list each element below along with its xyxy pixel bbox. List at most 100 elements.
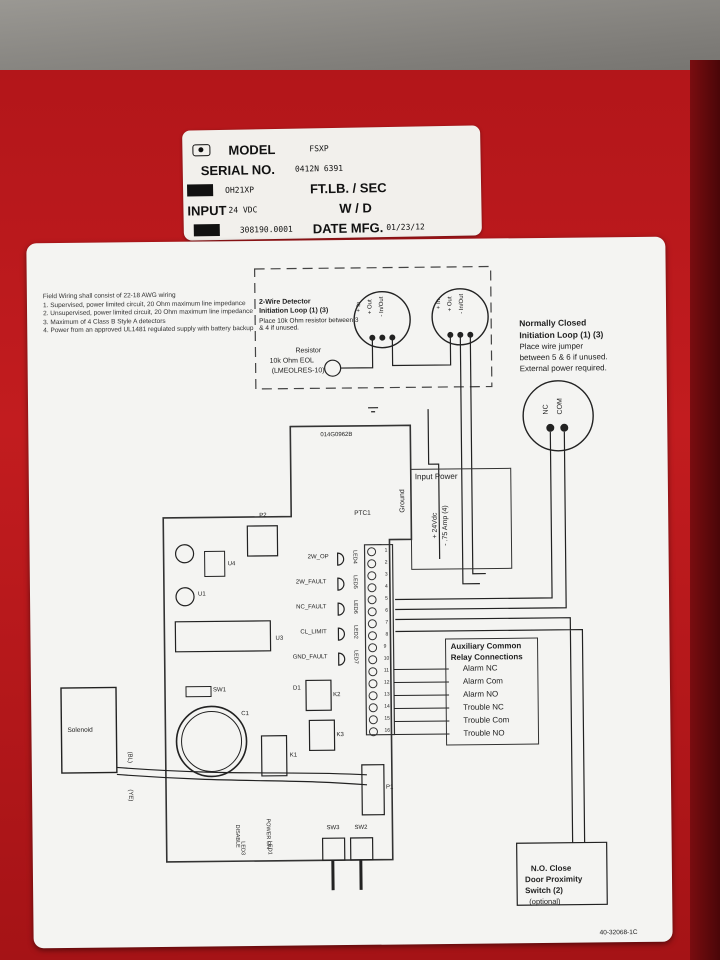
no-close-line-1: N.O. Close	[530, 863, 572, 874]
label-u4: U4	[227, 561, 236, 568]
model-label: MODEL	[228, 141, 276, 158]
relay-title-1: Auxiliary Common	[450, 641, 522, 651]
redacted-box	[187, 184, 214, 197]
det1-pin-inout: - In/Out	[378, 296, 386, 317]
model-row: MODEL FSXP	[192, 138, 329, 160]
input-power-label: Input Power	[414, 471, 458, 482]
led-label-2w-op: 2W_OP	[307, 554, 329, 561]
label-k1: K1	[289, 752, 298, 759]
circuit-board	[162, 424, 413, 863]
date-label: DATE MFG.	[312, 219, 384, 236]
ptc-label: PTC1	[354, 509, 371, 517]
terminal-13: 13	[384, 691, 390, 698]
detector-1	[353, 290, 411, 349]
document-number: 40-32068-1C	[599, 929, 638, 937]
nc-loop: Initiation Loop (1) (3)	[519, 329, 604, 341]
led-id-7: LED7	[352, 650, 359, 664]
code-value: 308190.0001	[239, 224, 293, 235]
terminal-5: 5	[385, 595, 388, 602]
relay-title-2: Relay Connections	[450, 652, 523, 662]
resistor-value: 10k Ohm EOL	[269, 357, 314, 365]
nc-desc-2: between 5 & 6 if unused.	[519, 352, 608, 363]
terminal-12: 12	[383, 679, 390, 686]
resistor-part: (LMEOLRES-10)	[271, 367, 325, 375]
relay-trouble-com: Trouble Com	[463, 715, 510, 725]
terminal-2: 2	[384, 559, 388, 566]
wiring-diagram	[60, 265, 608, 906]
relay-alarm-no: Alarm NO	[463, 689, 499, 699]
led1-label: LED1	[266, 840, 273, 855]
model-value: FSXP	[309, 143, 329, 153]
no-close-line-2: Door Proximity	[524, 874, 583, 885]
det1-pin-in: + In	[356, 301, 363, 313]
terminal-14: 14	[384, 703, 390, 710]
label-d1: D1	[292, 685, 301, 692]
solenoid-label: Solenoid	[67, 726, 93, 734]
terminal-16: 16	[384, 727, 391, 734]
led3-label: LED3	[239, 841, 246, 856]
led-label-cl-limit: CL_LIMIT	[300, 629, 327, 636]
label-sw2: SW2	[354, 824, 368, 831]
led-label-gnd-fault: GND_FAULT	[292, 654, 328, 661]
led-id-2: LED2	[352, 625, 359, 639]
label-u3: U3	[275, 635, 284, 642]
led-id-6: LED6	[351, 600, 359, 614]
det2-pin-inout: - In/Out	[458, 293, 466, 314]
ground-label: Ground	[399, 489, 407, 513]
terminal-8: 8	[385, 631, 389, 638]
date-row: 308190.0001 DATE MFG. 01/23/12	[193, 216, 425, 240]
det2-pin-out: + Out	[447, 296, 454, 312]
terminal-9: 9	[383, 643, 387, 650]
serial-label: SERIAL NO.	[200, 161, 276, 178]
nameplate-label: MODEL FSXP SERIAL NO. 0412N 6391 OH21XP …	[182, 125, 482, 241]
det2-pin-in: + In	[436, 298, 443, 310]
nc-pin-com: COM	[556, 398, 564, 415]
label-k2: K2	[333, 692, 341, 699]
resistor-label: Resistor	[295, 347, 322, 355]
terminal-11: 11	[383, 667, 390, 674]
enclosure-edge	[690, 60, 720, 960]
two-wire-loop: Initiation Loop (1) (3)	[259, 307, 329, 315]
no-close-line-3: Switch (2)	[525, 885, 563, 896]
relay-trouble-nc: Trouble NC	[463, 702, 504, 712]
terminal-1: 1	[384, 547, 388, 554]
nc-device	[522, 380, 594, 452]
terminal-6: 6	[385, 607, 389, 614]
relay-alarm-com: Alarm Com	[462, 676, 503, 686]
input-label: INPUT	[187, 202, 227, 219]
led-label-2w-fault: 2W_FAULT	[295, 579, 327, 586]
serial-row: SERIAL NO. 0412N 6391	[201, 158, 344, 180]
two-wire-desc: Place 10k Ohm resistor between 3 & 4 if …	[259, 316, 359, 332]
label-p1: P1	[386, 784, 394, 791]
det1-pin-out: + Out	[367, 299, 374, 315]
led-label-nc-fault: NC_FAULT	[296, 604, 327, 611]
nc-desc-1: Place wire jumper	[519, 341, 584, 352]
nc-title: Normally Closed	[519, 317, 587, 329]
amp-label: - .75 Amp (4)	[441, 505, 450, 546]
terminal-3: 3	[384, 571, 388, 578]
wire-ye-label: (YE)	[127, 789, 134, 802]
terminal-15: 15	[384, 715, 390, 722]
serial-value: 0412N 6391	[294, 163, 344, 174]
ftlb-label: FT.LB. / SEC	[309, 179, 387, 196]
nc-desc-3: External power required.	[519, 363, 607, 374]
wd-label: W / D	[339, 199, 372, 216]
terminal-4: 4	[384, 583, 388, 590]
led-id-5: LED5	[351, 575, 358, 589]
date-value: 01/23/12	[386, 221, 425, 232]
label-sw3: SW3	[326, 825, 340, 832]
label-k3: K3	[336, 732, 344, 739]
label-u1: U1	[197, 591, 206, 598]
no-close-line-4: (optional)	[529, 896, 561, 907]
label-sw1: SW1	[212, 687, 227, 694]
relay-alarm-nc: Alarm NC	[462, 663, 498, 673]
input-value: 24 VDC	[228, 204, 258, 215]
wiring-diagram-panel: Field Wiring shall consist of 22-18 AWG …	[26, 236, 673, 949]
two-wire-title: 2-Wire Detector	[258, 298, 311, 306]
terminal-10: 10	[383, 655, 390, 662]
label-p2: P2	[259, 512, 267, 519]
nc-pin-nc: NC	[542, 404, 550, 415]
board-id: 014G0962B	[320, 431, 353, 439]
led-id-4: LED4	[351, 550, 358, 564]
wire-bl-label: (BL)	[126, 751, 133, 764]
